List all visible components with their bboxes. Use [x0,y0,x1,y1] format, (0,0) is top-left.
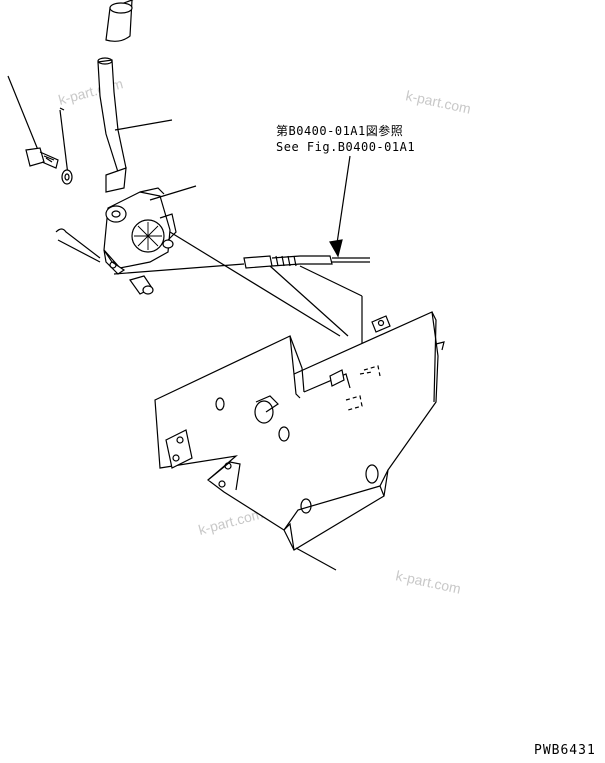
lever-base-assembly [103,185,197,275]
figure-reference-english: See Fig.B0400-01A1 [276,140,416,154]
leader-line-clevis [113,263,245,275]
reference-leader-arrow [329,155,351,258]
bolt [25,147,59,169]
control-lever [97,57,173,193]
control-cable [243,255,370,374]
guide-line-base [169,231,341,337]
leader-line-bracket [295,547,337,571]
mounting-bracket [154,311,445,571]
figure-reference-japanese: 第B0400-01A1図参照 [276,124,404,138]
leader-line-bolt [7,75,39,151]
cotter-pin [55,228,101,263]
leader-line-washer [59,109,69,176]
drawing-number: PWB6431 [534,743,596,758]
watermark-top-right: k-part.com [404,87,472,116]
watermark-bottom-right: k-part.com [394,567,462,596]
washer [61,169,73,185]
lever-knob [105,0,134,42]
clevis-pin [129,275,154,295]
